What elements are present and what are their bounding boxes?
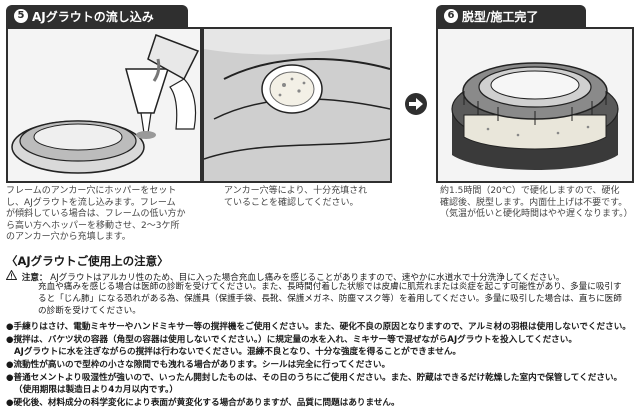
step5-illustration-check — [202, 27, 392, 183]
caution-block: 注意： AJグラウトはアルカリ性のため、目に入った場合充血し痛みを感じることがあ… — [5, 269, 565, 285]
step6-header: 6 脱型/施工完了 — [436, 5, 586, 27]
note-item-mixer: ●手練りはさけ、電動ミキサーやハンドミキサー等の撹拌機をご使用ください。また、硬… — [6, 322, 631, 332]
warning-icon — [5, 269, 18, 285]
step5-title: AJグラウトの流し込み — [32, 9, 154, 24]
note-item-storage: ●普通セメントより吸湿性が強いので、いったん開封したものは、その日のうちにご使用… — [6, 373, 623, 383]
caption-line: ていることを確認してください。 — [224, 197, 359, 208]
note-item-fluidity: ●流動性が高いので型枠の小さな隙間でも洩れる場合があります。シールは完全に行って… — [6, 360, 391, 370]
caption-line: ら高い方へホッパーを移動させ、2〜3ケ所 — [6, 220, 180, 231]
hopper-pour-illustration — [8, 29, 200, 181]
caption-line: のアンカー穴から充填します。 — [6, 232, 131, 242]
caption-line: 約1.5時間（20℃）で硬化しますので、硬化 — [440, 186, 620, 196]
fill-check-illustration — [204, 29, 390, 181]
step6-illustration — [436, 27, 634, 183]
arrow-right-icon — [405, 93, 427, 115]
step5-caption-left: フレームのアンカー穴にホッパーをセット し、AJグラウトを流し込みます。フレーム… — [6, 186, 202, 244]
step6-number: 6 — [444, 9, 458, 23]
note-item-yellowing: ●硬化後、材料成分の科学変化により表面が黄変化する場合がありますが、品質に問題は… — [6, 398, 400, 408]
step5-header: 5 AJグラウトの流し込み — [6, 5, 188, 27]
caution-line: AJグラウトはアルカリ性のため、目に入った場合充血し痛みを感じることがありますの… — [50, 272, 565, 283]
step6-caption: 約1.5時間（20℃）で硬化しますので、硬化 確認後、脱型します。内面仕上げは不… — [440, 186, 636, 221]
finished-frame-illustration — [438, 29, 632, 181]
caution-line: 充血や痛みを感じる場合は医師の診断を受けてください。また、長時間付着した状態では… — [38, 282, 622, 292]
notes-title: 〈AJグラウトご使用上の注意〉 — [6, 254, 169, 268]
caption-line: フレームのアンカー穴にホッパーをセット — [6, 186, 177, 196]
caution-line: ると「じん肺」になる恐れがある為、保護具（保護手袋、長靴、保護メガネ、防塵マスク… — [38, 294, 622, 304]
step5-caption-right: アンカー穴等により、十分充填され ていることを確認してください。 — [224, 186, 394, 209]
note-item-storage-sub: （使用期限は製造日より4カ月以内です。） — [14, 385, 178, 395]
caption-line: し、AJグラウトを流し込みます。フレーム — [6, 197, 176, 208]
step5-number: 5 — [14, 9, 28, 23]
caption-line: （気温が低いと硬化時間はやや遅くなります。） — [440, 209, 633, 219]
caption-line: アンカー穴等により、十分充填され — [224, 186, 368, 196]
note-item-stirring: ●撹拌は、バケツ状の容器（角型の容器は使用しないでください。）に規定量の水を入れ… — [6, 335, 577, 345]
step6-title: 脱型/施工完了 — [462, 9, 539, 24]
caption-line: が傾斜している場合は、フレームの低い方か — [6, 209, 186, 219]
caution-line: の診断を受けてください。 — [38, 306, 141, 316]
caution-label: 注意： — [21, 272, 48, 283]
step5-illustration-hopper — [6, 27, 202, 183]
note-item-stirring-sub: AJグラウトに水を注ぎながらの撹拌は行わないでください。混練不良となり、十分な強… — [14, 347, 462, 357]
caption-line: 確認後、脱型します。内面仕上げは不要です。 — [440, 197, 628, 208]
